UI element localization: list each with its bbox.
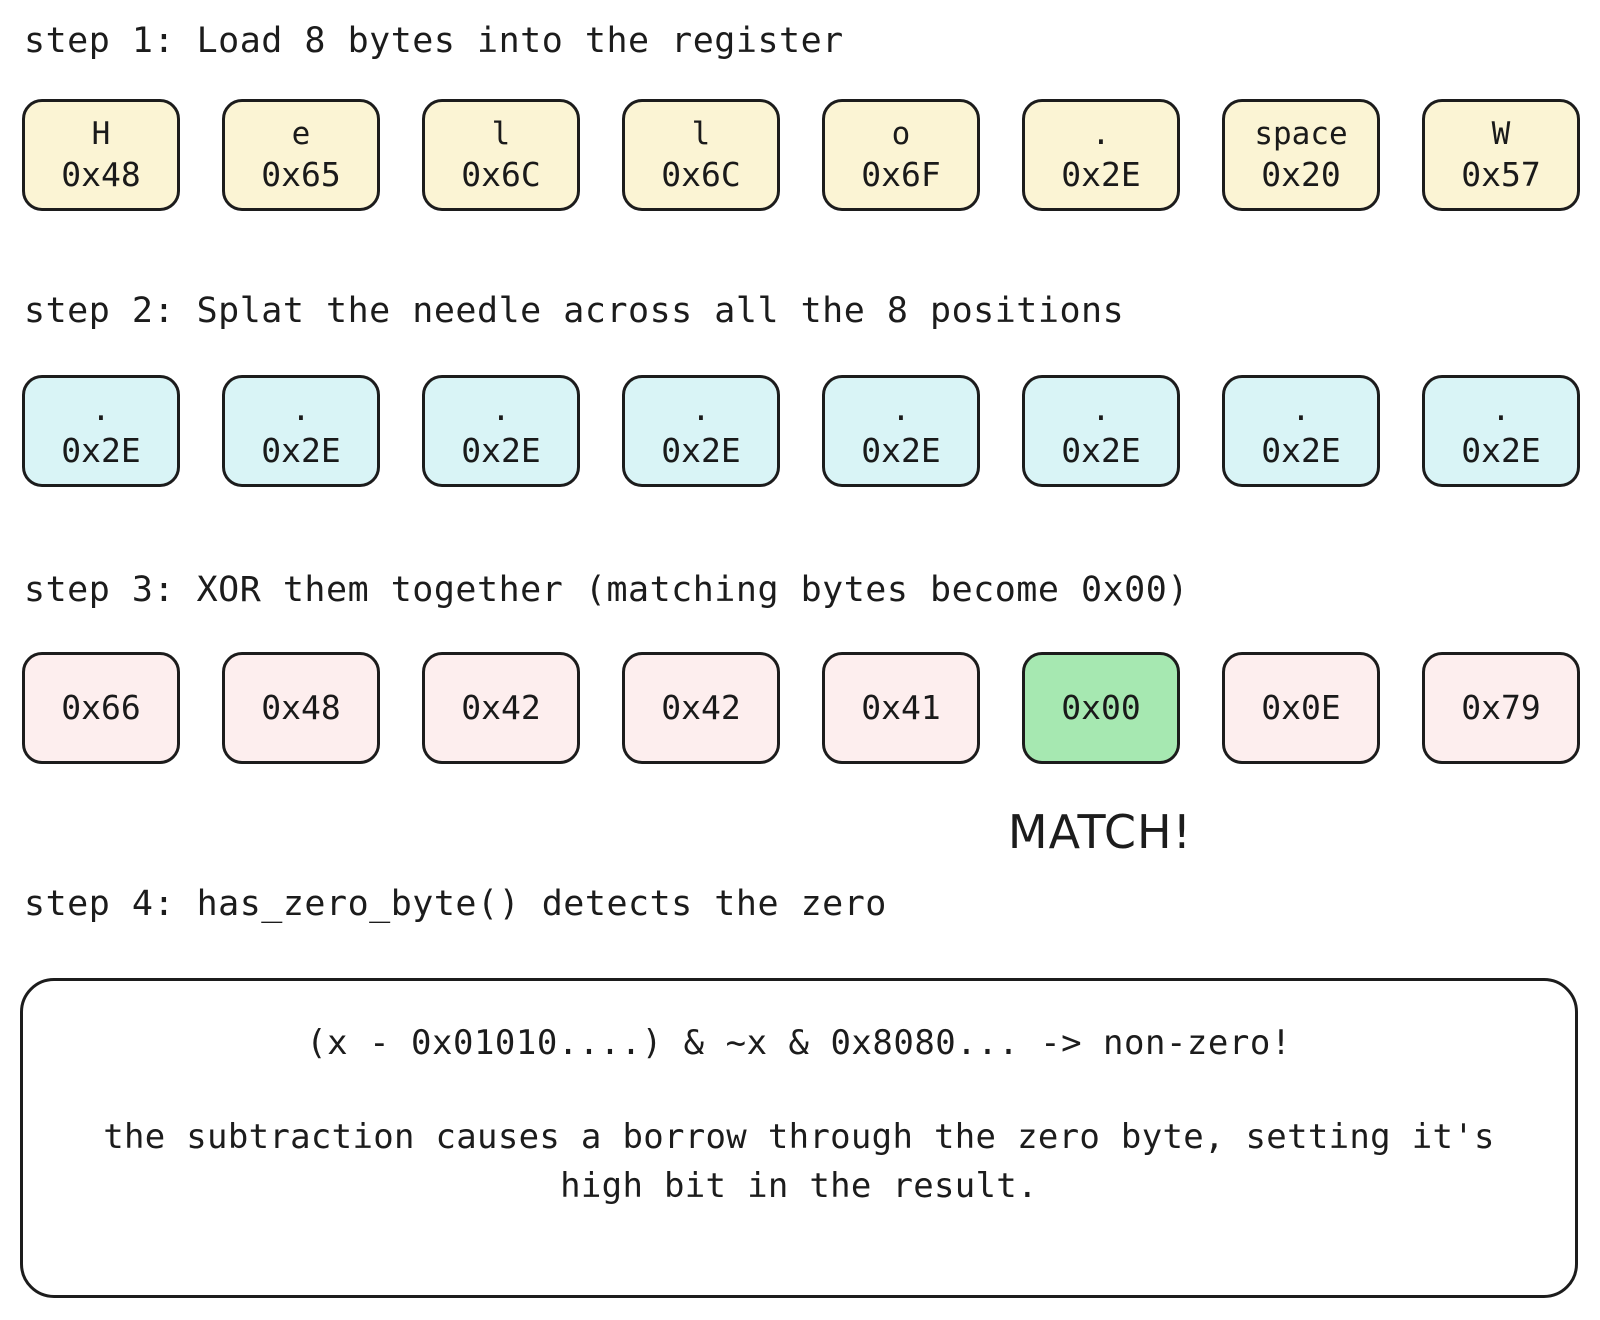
byte-hex-value: 0x42	[661, 687, 741, 727]
byte-char: .	[1491, 391, 1511, 428]
byte-cell-match: 0x00	[1022, 652, 1180, 764]
byte-char: .	[691, 391, 711, 428]
byte-char: .	[1291, 391, 1311, 428]
byte-hex-value: 0x2E	[661, 430, 741, 470]
byte-char: l	[491, 115, 511, 152]
byte-hex-value: 0x2E	[861, 430, 941, 470]
byte-hex-value: 0x2E	[461, 430, 541, 470]
byte-hex-value: 0x0E	[1261, 687, 1341, 727]
byte-cell: 0x42	[622, 652, 780, 764]
byte-char: l	[691, 115, 711, 152]
byte-char: H	[91, 115, 111, 152]
byte-hex-value: 0x20	[1261, 154, 1341, 194]
byte-cell: .0x2E	[622, 375, 780, 487]
byte-hex-value: 0x66	[61, 687, 141, 727]
step-3-byte-row: 0x66 0x48 0x42 0x42 0x41 0x00 0x0E 0x79	[22, 652, 1580, 764]
byte-hex-value: 0x42	[461, 687, 541, 727]
byte-char: .	[1091, 115, 1111, 152]
byte-cell: 0x66	[22, 652, 180, 764]
byte-cell: .0x2E	[422, 375, 580, 487]
byte-hex-value: 0x65	[261, 154, 341, 194]
byte-hex-value: 0x48	[261, 687, 341, 727]
byte-cell: .0x2E	[1022, 99, 1180, 211]
byte-cell: .0x2E	[222, 375, 380, 487]
byte-cell: .0x2E	[22, 375, 180, 487]
byte-hex-value: 0x41	[861, 687, 941, 727]
byte-hex-value: 0x00	[1061, 687, 1141, 727]
step-2-byte-row: .0x2E.0x2E.0x2E.0x2E.0x2E.0x2E.0x2E.0x2E	[22, 375, 1580, 487]
byte-char: .	[891, 391, 911, 428]
byte-hex-value: 0x2E	[1061, 430, 1141, 470]
byte-char: W	[1491, 115, 1511, 152]
step-3-label: step 3: XOR them together (matching byte…	[24, 570, 1189, 610]
byte-hex-value: 0x6C	[661, 154, 741, 194]
byte-char: e	[291, 115, 311, 152]
byte-cell: .0x2E	[1222, 375, 1380, 487]
byte-cell: 0x0E	[1222, 652, 1380, 764]
byte-cell: 0x42	[422, 652, 580, 764]
byte-hex-value: 0x2E	[1461, 430, 1541, 470]
byte-char: .	[291, 391, 311, 428]
byte-hex-value: 0x57	[1461, 154, 1541, 194]
byte-char: o	[891, 115, 911, 152]
byte-cell: .0x2E	[1422, 375, 1580, 487]
step-2-label: step 2: Splat the needle across all the …	[24, 291, 1125, 331]
byte-hex-value: 0x2E	[261, 430, 341, 470]
byte-char: .	[1091, 391, 1111, 428]
byte-char: .	[491, 391, 511, 428]
match-annotation: MATCH!	[1007, 805, 1193, 859]
byte-hex-value: 0x6F	[861, 154, 941, 194]
byte-cell: 0x41	[822, 652, 980, 764]
step-1-label: step 1: Load 8 bytes into the register	[24, 21, 844, 61]
byte-hex-value: 0x48	[61, 154, 141, 194]
byte-hex-value: 0x2E	[61, 430, 141, 470]
byte-hex-value: 0x2E	[1261, 430, 1341, 470]
byte-cell: 0x48	[222, 652, 380, 764]
byte-char: space	[1254, 115, 1348, 152]
byte-hex-value: 0x2E	[1061, 154, 1141, 194]
byte-char: .	[91, 391, 111, 428]
byte-cell: .0x2E	[822, 375, 980, 487]
explanation-box: (x - 0x01010....) & ~x & 0x8080... -> no…	[20, 978, 1578, 1298]
byte-cell: .0x2E	[1022, 375, 1180, 487]
explanation-formula: (x - 0x01010....) & ~x & 0x8080... -> no…	[306, 1023, 1292, 1063]
step-4-label: step 4: has_zero_byte() detects the zero	[24, 884, 887, 924]
byte-cell: 0x79	[1422, 652, 1580, 764]
byte-hex-value: 0x79	[1461, 687, 1541, 727]
byte-hex-value: 0x6C	[461, 154, 541, 194]
explanation-note: the subtraction causes a borrow through …	[103, 1117, 1495, 1207]
